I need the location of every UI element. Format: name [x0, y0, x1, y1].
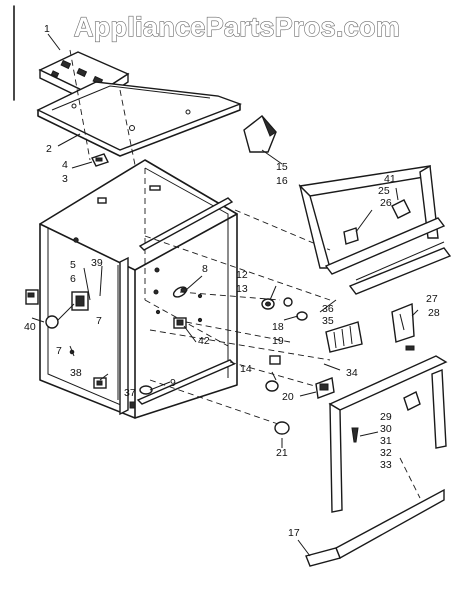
cabinet-body: [39, 159, 238, 419]
callout-7-lower: 7: [56, 345, 62, 357]
trim-29-30: [403, 391, 421, 411]
callout-18: 18: [272, 321, 284, 333]
callout-29: 29: [380, 411, 392, 423]
callout-3: 3: [62, 173, 68, 185]
callout-33: 33: [380, 459, 392, 471]
callout-30: 30: [380, 423, 392, 435]
screw-31: [351, 427, 359, 443]
callout-8: 8: [202, 263, 208, 275]
callout-12: 12: [236, 269, 248, 281]
callout-5: 5: [70, 259, 76, 271]
callout-19: 19: [272, 335, 284, 347]
callout-36: 36: [322, 303, 334, 315]
callout-28: 28: [428, 307, 440, 319]
hinge-41: [391, 199, 411, 219]
callout-34: 34: [346, 367, 358, 379]
label-leaders: [31, 33, 419, 557]
callout-27: 27: [426, 293, 438, 305]
bracket-37: [129, 385, 153, 409]
lower-door-frame: [305, 355, 448, 567]
fitting-14: [265, 355, 281, 392]
callout-17: 17: [288, 527, 300, 539]
callout-26: 26: [380, 197, 392, 209]
callout-38: 38: [70, 367, 82, 379]
callout-16: 16: [276, 175, 288, 187]
bracket-27-28: [391, 302, 415, 351]
callout-40: 40: [24, 321, 36, 333]
callout-25: 25: [378, 185, 390, 197]
callout-4: 4: [62, 159, 68, 171]
knob-15: [243, 115, 277, 153]
top-plate: [36, 81, 243, 157]
bracket-part-4: [91, 153, 109, 167]
disc-21: [274, 421, 290, 435]
callout-2: 2: [46, 143, 52, 155]
callout-35: 35: [322, 315, 334, 327]
watermark: AppliancePartsPros.com: [74, 12, 400, 42]
bracket-42: [173, 317, 187, 329]
callout-32: 32: [380, 447, 392, 459]
callout-37: 37: [124, 387, 136, 399]
callout-13: 13: [236, 283, 248, 295]
callout-15: 15: [276, 161, 288, 173]
callout-42: 42: [198, 335, 210, 347]
callout-7-upper: 7: [96, 315, 102, 327]
upper-door-trim: [324, 217, 452, 295]
vent-grille-19: [325, 321, 363, 353]
callout-21: 21: [276, 447, 288, 459]
clip-25-26: [343, 227, 359, 245]
callout-1: 1: [44, 23, 50, 35]
fitting-12-13: [261, 297, 293, 310]
callout-6: 6: [70, 273, 76, 285]
callout-labels: 1 2 4 3 5 6 39 8 40 7 7 38 37 9 42 21 12…: [24, 23, 440, 539]
motor-assembly: [45, 291, 89, 329]
callout-39: 39: [91, 257, 103, 269]
callout-41: 41: [384, 173, 396, 185]
switch-left: [25, 289, 39, 305]
latch-20: [315, 377, 335, 399]
bracket-38: [93, 377, 107, 389]
callout-14: 14: [240, 363, 252, 375]
callout-9: 9: [170, 377, 176, 389]
callout-31: 31: [380, 435, 392, 447]
callout-20: 20: [282, 391, 294, 403]
fitting-18: [296, 311, 308, 321]
